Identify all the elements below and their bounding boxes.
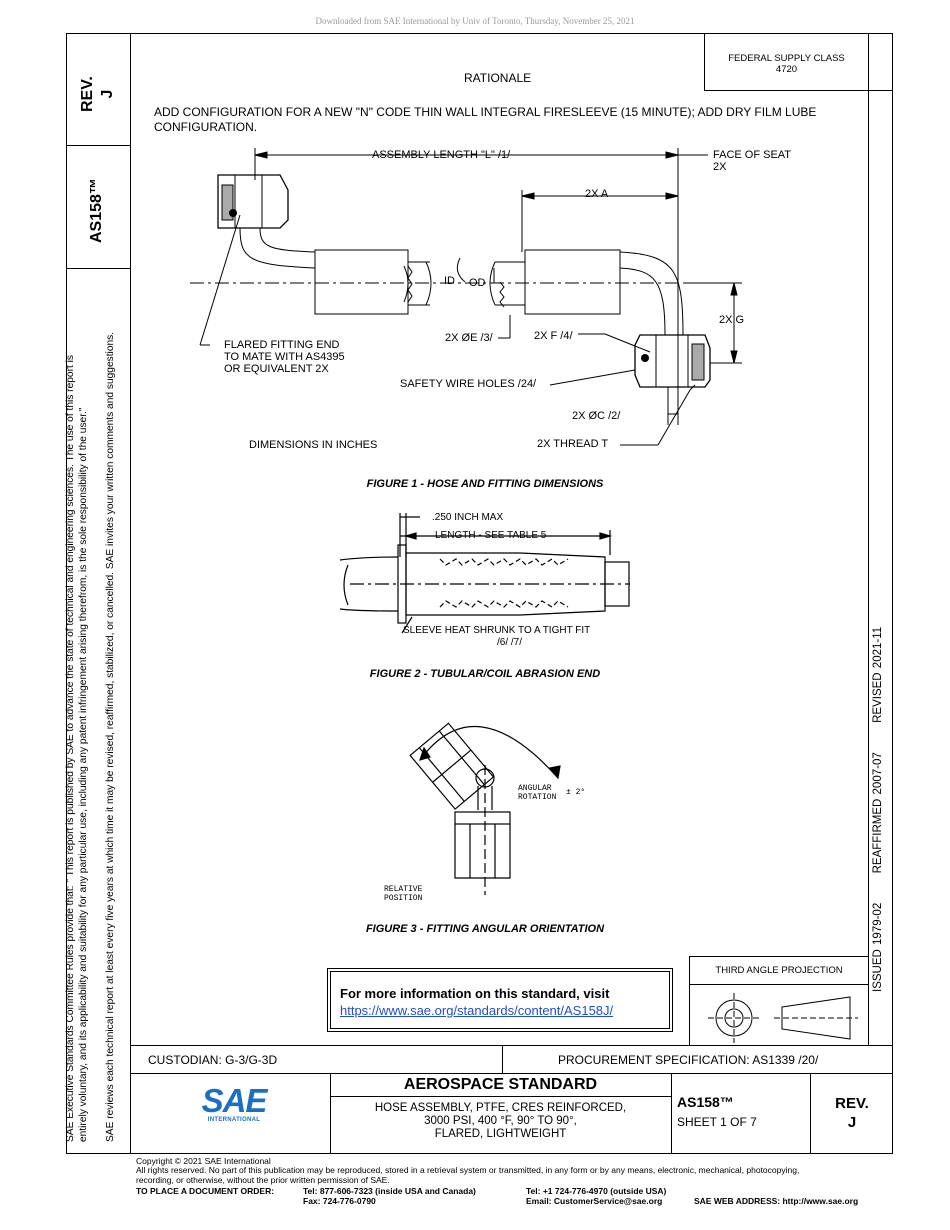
desc-line1: HOSE ASSEMBLY, PTFE, CRES REINFORCED,: [374, 1102, 627, 1114]
fax: Fax: 724-776-0790: [303, 1196, 376, 1206]
rev-box: REV. J: [78, 76, 118, 112]
revised-date: REVISED 2021-11: [872, 626, 884, 723]
title-rev-label: REV.: [835, 1095, 869, 1112]
face-of-seat-line2: 2X: [713, 161, 727, 173]
face-of-seat-label: FACE OF SEAT 2X: [713, 149, 791, 173]
revision-history: ISSUED 1979-02 REAFFIRMED 2007-07 REVISE…: [872, 627, 884, 992]
sae-notice-line1: SAE Executive Standards Committee Rules …: [65, 355, 76, 1142]
dim-id-label: ID: [444, 275, 455, 287]
download-notice: Downloaded from SAE International by Uni…: [315, 16, 635, 26]
thread-label: 2X THREAD T: [537, 438, 609, 450]
standard-description: HOSE ASSEMBLY, PTFE, CRES REINFORCED, 30…: [330, 1102, 671, 1141]
rationale-text: ADD CONFIGURATION FOR A NEW "N" CODE THI…: [154, 105, 854, 135]
sleeve-label: SLEEVE HEAT SHRUNK TO A TIGHT FIT: [403, 625, 591, 636]
info-box: For more information on this standard, v…: [327, 968, 673, 1032]
dim-a-label: 2X A: [585, 188, 609, 200]
federal-supply-class: 4720: [775, 64, 798, 75]
left-column-divider: [130, 33, 132, 1154]
figure3-drawing: ANGULAR ROTATION ± 2° RELATIVE POSITION: [384, 722, 585, 903]
title-block-row: [130, 1073, 893, 1075]
docnum-box-divider: [66, 268, 130, 270]
angular-tolerance: ± 2°: [566, 788, 585, 797]
right-column-divider: [868, 33, 870, 1045]
custodian: CUSTODIAN: G-3/G-3D: [148, 1053, 278, 1067]
dim-od-label: OD: [469, 277, 486, 289]
sae-notice-line2: entirely voluntary, and its applicabilit…: [78, 407, 89, 1142]
title-rev: REV. J: [811, 1094, 893, 1132]
figure1-drawing: [190, 148, 742, 446]
length-label: LENGTH - SEE TABLE 5: [435, 530, 547, 541]
rights-line2: recording, or otherwise, without the pri…: [136, 1175, 390, 1185]
federal-supply-box: FEDERAL SUPPLY CLASS 4720: [704, 33, 868, 91]
desc-line2: 3000 PSI, 400 °F, 90° TO 90°,: [424, 1115, 577, 1127]
flared-line1: FLARED FITTING END: [224, 339, 340, 351]
figure2-drawing: [339, 513, 630, 634]
order-label: TO PLACE A DOCUMENT ORDER:: [136, 1186, 275, 1196]
figure1-title: FIGURE 1 - HOSE AND FITTING DIMENSIONS: [366, 478, 604, 490]
flared-fitting-label: FLARED FITTING END TO MATE WITH AS4395 O…: [224, 339, 345, 375]
safety-wire-label: SAFETY WIRE HOLES /24/: [400, 378, 537, 390]
relative-text2: POSITION: [384, 894, 423, 903]
doc-number: AS158™: [677, 1094, 734, 1110]
relative-text1: RELATIVE: [384, 885, 423, 894]
info-text: For more information on this standard, v…: [340, 986, 610, 1001]
tel-us: Tel: 877-606-7323 (inside USA and Canada…: [303, 1186, 476, 1196]
assembly-length-label: ASSEMBLY LENGTH "L" /1/: [372, 149, 511, 161]
rights-line1: All rights reserved. No part of this pub…: [136, 1165, 800, 1175]
flared-line3: OR EQUIVALENT 2X: [224, 363, 329, 375]
docnum-divider: [810, 1073, 812, 1154]
dimensions-note: DIMENSIONS IN INCHES: [249, 439, 378, 451]
angular-text2: ROTATION: [518, 793, 557, 802]
rev-value: J: [99, 89, 116, 99]
sheet-number: SHEET 1 OF 7: [677, 1115, 757, 1129]
rev-box-divider: [66, 145, 130, 147]
title-rev-value: J: [847, 1114, 857, 1131]
standard-link[interactable]: https://www.sae.org/standards/content/AS…: [340, 1003, 614, 1018]
tel-intl: Tel: +1 724-776-4970 (outside USA): [526, 1186, 667, 1196]
projection-label: THIRD ANGLE PROJECTION: [690, 957, 868, 985]
angular-text1: ANGULAR: [518, 784, 552, 793]
web-address[interactable]: SAE WEB ADDRESS: http://www.sae.org: [694, 1196, 859, 1206]
dim-c-label: 2X ØC /2/: [572, 410, 621, 422]
federal-supply-label: FEDERAL SUPPLY CLASS: [728, 53, 845, 64]
page-frame: [66, 33, 893, 1154]
rationale-line1: ADD CONFIGURATION FOR A NEW "N" CODE THI…: [154, 105, 817, 119]
sae-logo-mark: SAE: [201, 1082, 268, 1119]
sae-review-notice: SAE reviews each technical report at lea…: [105, 331, 116, 1142]
dim-f-label: 2X F /4/: [534, 330, 573, 342]
figure3-title: FIGURE 3 - FITTING ANGULAR ORIENTATION: [365, 923, 605, 935]
federal-box-tail: [868, 90, 893, 92]
rationale-line2: CONFIGURATION.: [154, 120, 258, 134]
procurement-spec: PROCUREMENT SPECIFICATION: AS1339 /20/: [558, 1053, 819, 1067]
rationale-heading: RATIONALE: [464, 71, 532, 85]
logo-divider: [330, 1073, 332, 1154]
issued-date: ISSUED 1979-02: [872, 902, 884, 992]
desc-divider: [671, 1073, 673, 1154]
standard-type: AEROSPACE STANDARD: [403, 1076, 598, 1093]
sae-logo-sub: INTERNATIONAL: [207, 1117, 261, 1123]
copyright: Copyright © 2021 SAE International: [136, 1156, 271, 1166]
standard-type-divider: [330, 1096, 671, 1098]
third-angle-symbol-icon: [708, 993, 858, 1043]
reaffirmed-date: REAFFIRMED 2007-07: [872, 752, 884, 874]
sleeve-notes: /6/ /7/: [497, 637, 523, 648]
rev-label: REV.: [79, 76, 96, 112]
sae-notice: SAE Executive Standards Committee Rules …: [64, 355, 90, 1142]
max-dim-label: .250 INCH MAX: [432, 512, 504, 523]
email[interactable]: Email: CustomerService@sae.org: [526, 1196, 663, 1206]
dim-e-label: 2X ØE /3/: [445, 332, 493, 344]
dim-g-label: 2X G: [719, 314, 745, 326]
doc-number-vertical: AS158™: [88, 178, 105, 243]
figure2-title: FIGURE 2 - TUBULAR/COIL ABRASION END: [369, 668, 601, 680]
custodian-divider: [502, 1045, 504, 1073]
desc-line3: FLARED, LIGHTWEIGHT: [434, 1128, 567, 1140]
face-of-seat-line1: FACE OF SEAT: [713, 149, 792, 161]
sae-logo: SAE INTERNATIONAL: [198, 1082, 270, 1123]
title-block-top: [130, 1045, 893, 1047]
projection-box: THIRD ANGLE PROJECTION: [689, 956, 868, 1046]
flared-line2: TO MATE WITH AS4395: [224, 351, 345, 363]
